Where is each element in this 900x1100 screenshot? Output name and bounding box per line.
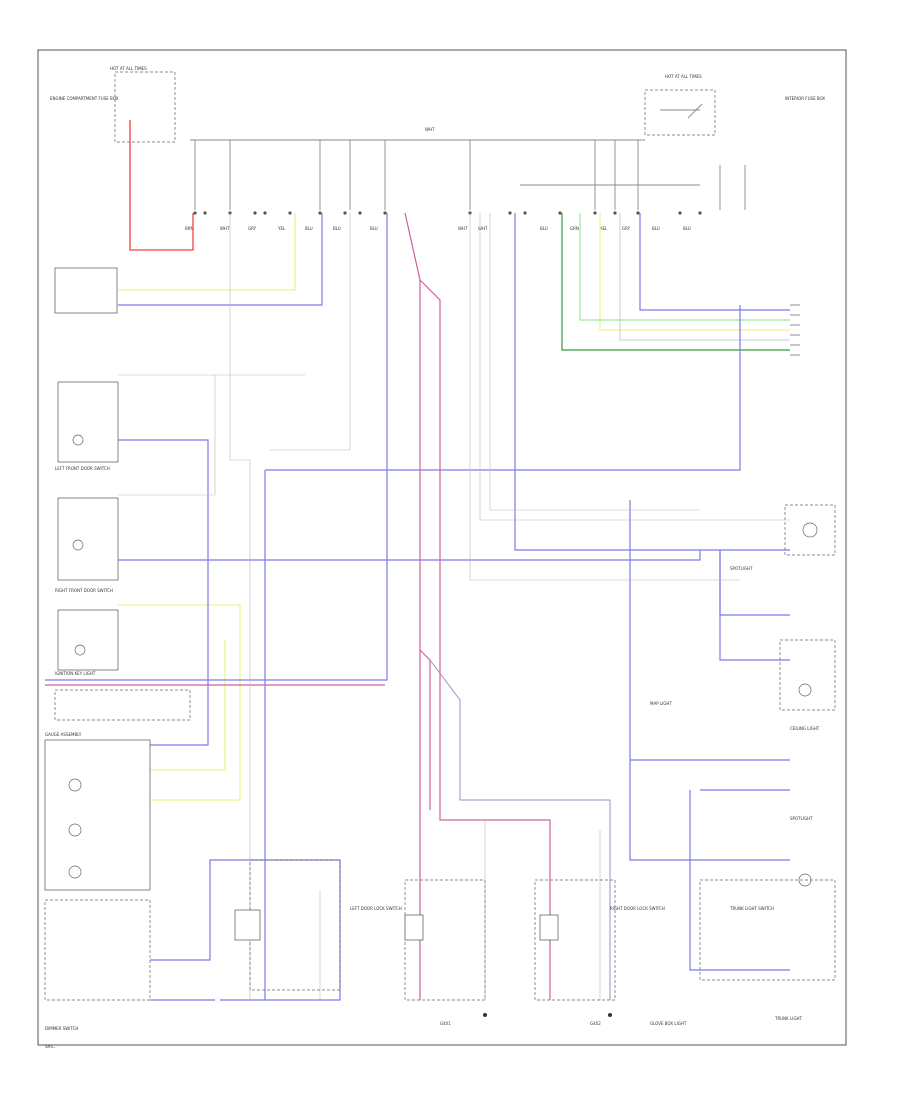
left-courtesy-switch-label: LEFT FRONT DOOR SWITCH <box>55 466 110 471</box>
blue-wires <box>45 213 790 1001</box>
right-courtesy-switch-label: RIGHT FRONT DOOR SWITCH <box>55 588 113 593</box>
fuse-box-left-label: HOT AT ALL TIMES <box>110 66 147 71</box>
wire-gray-right <box>619 213 790 341</box>
left-door-lock-module <box>249 859 341 991</box>
ignition-key-light-label: IGNITION KEY LIGHT <box>55 671 96 676</box>
left-top-component-label: ENGINE COMPARTMENT FUSE BOX <box>50 96 119 101</box>
svg-text:WHT: WHT <box>478 226 488 231</box>
svg-text:YEL: YEL <box>277 226 286 231</box>
left-door-lock-label: LEFT DOOR LOCK SWITCH <box>350 906 402 911</box>
ground-left-symbol <box>483 1013 487 1017</box>
diagram-frame <box>37 49 847 1046</box>
lower-left-module <box>44 899 151 1001</box>
gray-wires <box>118 213 790 1000</box>
svg-text:BLU: BLU <box>333 226 341 231</box>
ceiling-light-box <box>779 639 836 711</box>
bus-label: WHT <box>425 127 435 132</box>
wire-yellow-top <box>118 213 296 291</box>
svg-text:BLU: BLU <box>305 226 313 231</box>
component-left-top <box>54 267 118 314</box>
map-light-box <box>57 609 119 671</box>
ground-right-label: G402 <box>590 1021 601 1026</box>
wire-yellow-left <box>118 604 241 801</box>
connector-labels: BRN WHT GRY YEL BLU BLU BLU WHT WHT BLU GRN YE… <box>185 226 691 231</box>
trunk-switch-label: TRUNK LIGHT SWITCH <box>729 906 774 911</box>
mauve-wires <box>429 659 611 1000</box>
right-courtesy-switch <box>57 497 119 581</box>
svg-text:WHT: WHT <box>220 226 230 231</box>
svg-text:GRY: GRY <box>248 226 257 231</box>
svg-text:YEL: YEL <box>599 226 608 231</box>
door-lock-actuator-left <box>234 909 261 941</box>
ground-right-symbol <box>608 1013 612 1017</box>
relay-switch <box>687 103 703 119</box>
connector-strip <box>193 211 702 215</box>
spotlight-left-box <box>784 504 836 556</box>
map-light-label: MAP LIGHT <box>650 701 672 706</box>
svg-text:GRY: GRY <box>622 226 631 231</box>
svg-text:GRN: GRN <box>570 226 579 231</box>
interior-fuse-box <box>644 89 716 136</box>
wire-yellow-right <box>599 213 790 331</box>
right-connector-ticks <box>790 304 800 356</box>
right-door-lock-module <box>534 879 616 1001</box>
center-actuator <box>404 914 424 941</box>
gauge-assembly-box <box>44 739 151 891</box>
svg-text:BRN: BRN <box>185 226 194 231</box>
gauge-assembly-label: GAUGE ASSEMBLY <box>45 732 82 737</box>
right-bulbs <box>798 522 818 887</box>
dash-light-switch-label: DIMMER SWITCH <box>45 1026 78 1031</box>
spotlight-left-label: SPOTLIGHT <box>730 566 753 571</box>
wire-red <box>129 120 194 251</box>
trunk-light-box <box>699 879 836 981</box>
right-door-lock-label: RIGHT DOOR LOCK SWITCH <box>610 906 665 911</box>
right-top-component-label: INTERIOR FUSE BOX <box>785 96 825 101</box>
glove-box-light-label: GLOVE BOX LIGHT <box>650 1021 687 1026</box>
wire-yellow-gauge <box>150 640 226 771</box>
fuse-box-right-label: HOT AT ALL TIMES <box>665 74 702 79</box>
svg-text:BLU: BLU <box>540 226 548 231</box>
engine-fuse-box <box>114 71 176 143</box>
spotlight-right-label: SPOTLIGHT <box>790 816 813 821</box>
footer-code: SRS... <box>45 1044 57 1049</box>
dimmer-switch-box <box>54 689 191 721</box>
wire-green <box>561 213 790 351</box>
svg-text:BLU: BLU <box>652 226 660 231</box>
ceiling-light-label: CEILING LIGHT <box>790 726 820 731</box>
svg-text:BLU: BLU <box>370 226 378 231</box>
left-bulbs <box>68 434 86 879</box>
svg-text:WHT: WHT <box>458 226 468 231</box>
svg-text:BLU: BLU <box>683 226 691 231</box>
wire-light-green <box>579 213 790 321</box>
ground-left-label: G401 <box>440 1021 451 1026</box>
trunk-light-label: TRUNK LIGHT <box>774 1016 803 1021</box>
right-actuator <box>539 914 559 941</box>
bus-drops <box>194 140 746 210</box>
left-courtesy-switch <box>57 381 119 463</box>
